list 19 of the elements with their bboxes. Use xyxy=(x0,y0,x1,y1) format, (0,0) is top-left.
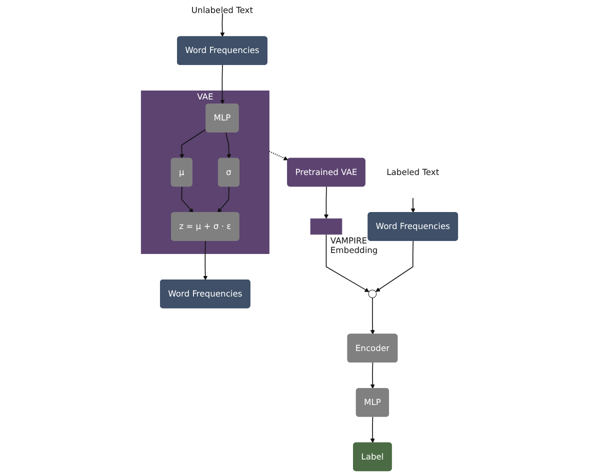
arrow xyxy=(220,12,225,37)
arrow xyxy=(203,240,208,280)
arrow xyxy=(220,64,225,104)
arrow xyxy=(324,186,329,219)
arrow xyxy=(225,132,232,159)
arrow xyxy=(370,297,375,335)
arrow xyxy=(410,198,416,213)
arrow xyxy=(326,234,370,292)
arrow xyxy=(268,150,288,160)
arrow xyxy=(370,362,375,389)
arrow xyxy=(376,240,414,292)
arrow xyxy=(181,186,194,213)
node-text: Unlabeled Text xyxy=(191,5,254,16)
node-text: Labeled Text xyxy=(386,167,440,177)
arrow xyxy=(217,186,230,213)
node-circle xyxy=(368,290,377,298)
arrow xyxy=(370,416,375,444)
arrow xyxy=(180,128,207,159)
node-bar xyxy=(310,218,342,235)
